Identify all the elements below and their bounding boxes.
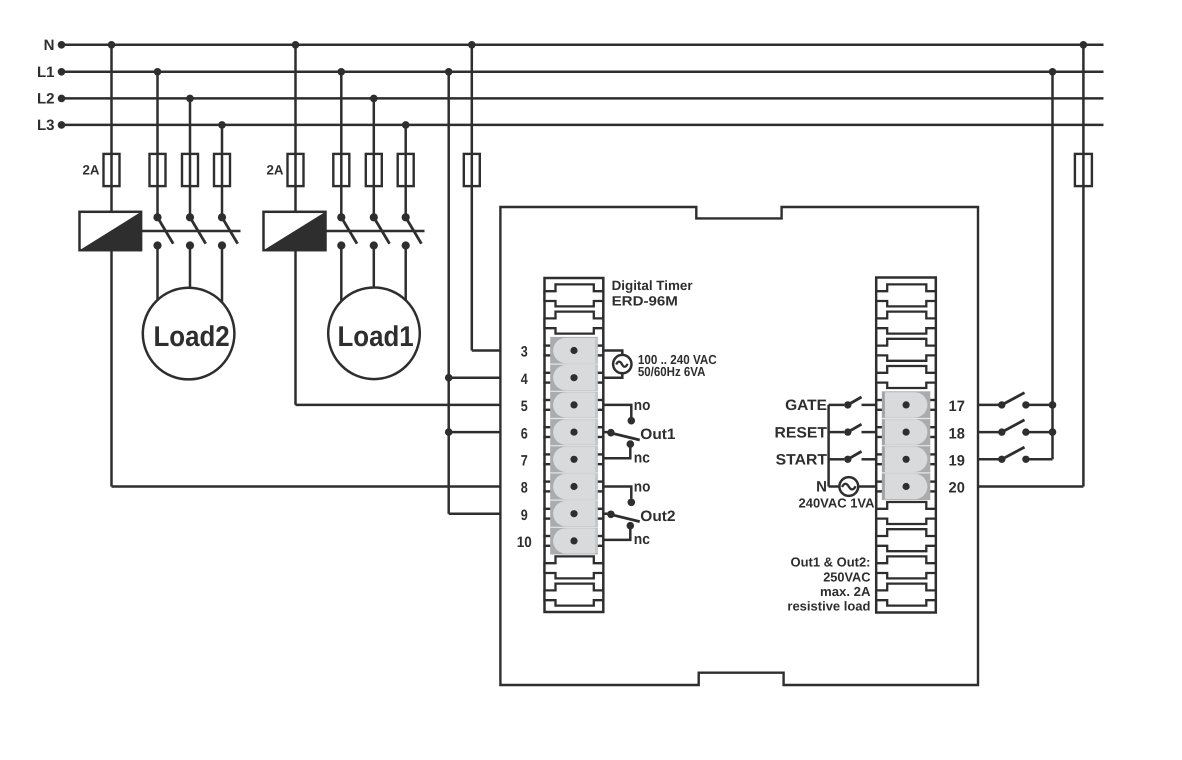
svg-text:4: 4 (521, 371, 529, 388)
svg-text:resistive load: resistive load (787, 599, 870, 614)
svg-text:9: 9 (521, 507, 528, 524)
svg-text:L3: L3 (37, 117, 55, 134)
svg-text:no: no (634, 479, 651, 496)
svg-text:100 .. 240 VAC: 100 .. 240 VAC (638, 352, 717, 367)
svg-text:Load2: Load2 (154, 321, 230, 353)
svg-text:START: START (776, 452, 827, 469)
svg-text:5: 5 (521, 398, 528, 415)
svg-text:GATE: GATE (785, 397, 827, 414)
svg-text:nc: nc (634, 449, 650, 466)
svg-text:2A: 2A (83, 163, 100, 178)
svg-text:Load1: Load1 (338, 321, 414, 353)
svg-text:20: 20 (949, 480, 965, 497)
svg-text:L1: L1 (37, 64, 55, 81)
svg-text:250VAC: 250VAC (823, 569, 871, 584)
svg-text:2A: 2A (267, 163, 284, 178)
svg-text:N: N (816, 479, 827, 496)
svg-text:7: 7 (521, 453, 528, 470)
svg-text:L2: L2 (37, 91, 55, 108)
svg-text:Out1: Out1 (640, 426, 675, 443)
svg-text:RESET: RESET (775, 424, 828, 441)
svg-text:nc: nc (634, 531, 650, 548)
svg-text:18: 18 (949, 425, 965, 442)
svg-text:N: N (44, 37, 55, 54)
svg-text:Digital Timer: Digital Timer (612, 278, 694, 293)
svg-text:10: 10 (517, 534, 532, 551)
svg-text:Out1 & Out2:: Out1 & Out2: (791, 555, 871, 570)
svg-text:3: 3 (521, 344, 528, 361)
svg-text:max. 2A: max. 2A (820, 584, 871, 599)
svg-text:ERD-96M: ERD-96M (612, 293, 678, 308)
svg-text:Out2: Out2 (640, 508, 675, 525)
svg-text:19: 19 (949, 453, 965, 470)
svg-text:50/60Hz 6VA: 50/60Hz 6VA (638, 364, 706, 379)
svg-text:240VAC 1VA: 240VAC 1VA (799, 496, 876, 511)
svg-text:6: 6 (521, 425, 528, 442)
svg-text:8: 8 (521, 480, 528, 497)
svg-text:17: 17 (949, 398, 965, 415)
svg-text:no: no (634, 397, 651, 414)
